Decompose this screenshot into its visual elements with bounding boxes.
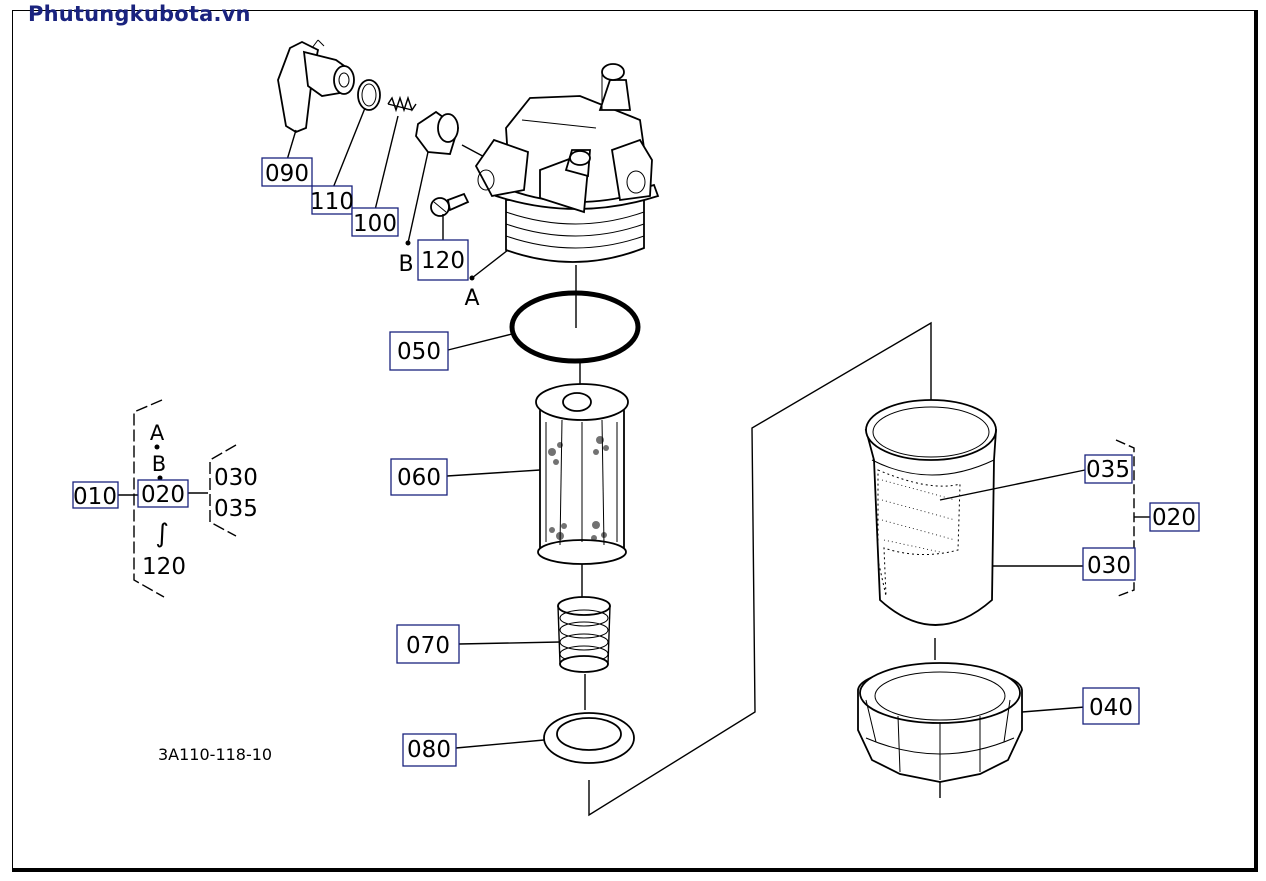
callout-100[interactable]: 100 — [351, 207, 399, 237]
svg-text:090: 090 — [265, 161, 309, 187]
callout-040[interactable]: 040 — [1082, 687, 1140, 725]
strainer-part-035 — [877, 469, 961, 597]
svg-text:020: 020 — [141, 482, 185, 508]
assembly-legend: A B ∫ 120 030 035 — [118, 399, 258, 598]
site-watermark: Phutungkubota.vn — [28, 2, 251, 26]
label-a: A — [464, 286, 479, 311]
legend-b: B — [152, 452, 166, 476]
sleeve-part — [415, 110, 460, 155]
callout-080[interactable]: 080 — [402, 733, 457, 767]
svg-text:030: 030 — [1087, 553, 1131, 579]
callout-020-left[interactable]: 020 — [137, 479, 189, 508]
callout-120[interactable]: 120 — [417, 239, 469, 281]
legend-range-mark: ∫ — [155, 519, 169, 549]
bowl-part-030 — [864, 399, 997, 626]
svg-text:040: 040 — [1089, 695, 1133, 721]
leader-lines — [286, 107, 1086, 749]
callout-020-right[interactable]: 020 — [1149, 502, 1200, 532]
legend-120: 120 — [142, 554, 186, 580]
legend-030: 030 — [214, 465, 258, 491]
svg-text:120: 120 — [421, 248, 465, 274]
callout-090[interactable]: 090 — [261, 157, 313, 187]
svg-text:110: 110 — [310, 189, 354, 215]
screw-part-120 — [430, 192, 470, 217]
svg-text:070: 070 — [406, 633, 450, 659]
callout-070[interactable]: 070 — [396, 624, 460, 664]
callout-030[interactable]: 030 — [1082, 547, 1136, 581]
small-spring-part-100 — [387, 95, 417, 113]
callout-110[interactable]: 110 — [310, 185, 354, 215]
filter-element-part-060 — [535, 383, 629, 565]
bracket-020-right — [1115, 439, 1150, 597]
ring-nut-part-040 — [857, 662, 1023, 783]
callout-060[interactable]: 060 — [390, 458, 448, 496]
filter-head-body — [474, 63, 660, 263]
svg-text:035: 035 — [1086, 457, 1130, 483]
legend-035: 035 — [214, 496, 258, 522]
svg-text:020: 020 — [1152, 505, 1196, 531]
washer-part-080 — [543, 712, 635, 764]
spring-part-070 — [557, 596, 611, 673]
svg-text:010: 010 — [73, 484, 117, 510]
svg-text:080: 080 — [407, 737, 451, 763]
label-b: B — [398, 252, 413, 277]
svg-text:060: 060 — [397, 465, 441, 491]
head-o-ring-part-050 — [509, 290, 641, 364]
callout-010[interactable]: 010 — [72, 481, 119, 510]
drawing-code: 3A110-118-10 — [158, 745, 272, 764]
svg-text:050: 050 — [397, 339, 441, 365]
cock-lever-part-090 — [277, 39, 355, 134]
callout-035[interactable]: 035 — [1084, 454, 1133, 484]
callout-050[interactable]: 050 — [389, 331, 449, 371]
svg-text:100: 100 — [353, 211, 397, 237]
legend-a: A — [150, 421, 165, 445]
